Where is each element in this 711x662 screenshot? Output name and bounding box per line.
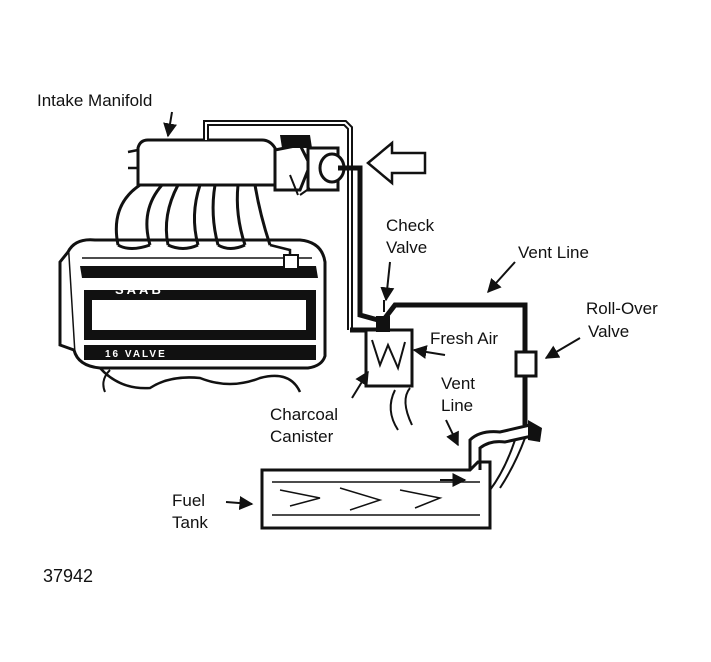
engine-valve-text: 16 VALVE: [105, 349, 167, 360]
charcoal-canister: [364, 300, 414, 388]
flow-arrow: [366, 140, 427, 186]
label-fuel-tank-line1: Fuel: [172, 491, 206, 510]
label-vent-line-top: Vent Line: [518, 243, 589, 262]
label-vent-line-lower-2: Line: [441, 396, 474, 415]
fuel-tank: [260, 420, 542, 530]
fresh-air-curves: [389, 387, 413, 431]
label-check-valve-line2: Valve: [386, 238, 428, 257]
leader-arrows: [163, 111, 581, 511]
label-fuel-tank-line2: Tank: [172, 513, 208, 532]
engine-brand-text: SAAB: [115, 282, 164, 297]
label-intake-manifold: Intake Manifold: [37, 91, 153, 110]
engine-block: SAAB 16 VALVE: [58, 238, 327, 393]
label-charcoal-line2: Canister: [270, 427, 334, 446]
label-fresh-air: Fresh Air: [430, 329, 499, 348]
label-roll-over-line2: Valve: [588, 322, 630, 341]
label-check-valve-line1: Check: [386, 216, 435, 235]
roll-over-valve: [514, 350, 538, 378]
vapor-hoses: [203, 120, 528, 425]
label-charcoal-line1: Charcoal: [270, 405, 339, 424]
label-vent-line-lower-1: Vent: [441, 374, 476, 393]
figure-number: 37942: [43, 566, 94, 586]
label-roll-over-line1: Roll-Over: [586, 299, 658, 318]
intake-manifold: [114, 135, 346, 270]
